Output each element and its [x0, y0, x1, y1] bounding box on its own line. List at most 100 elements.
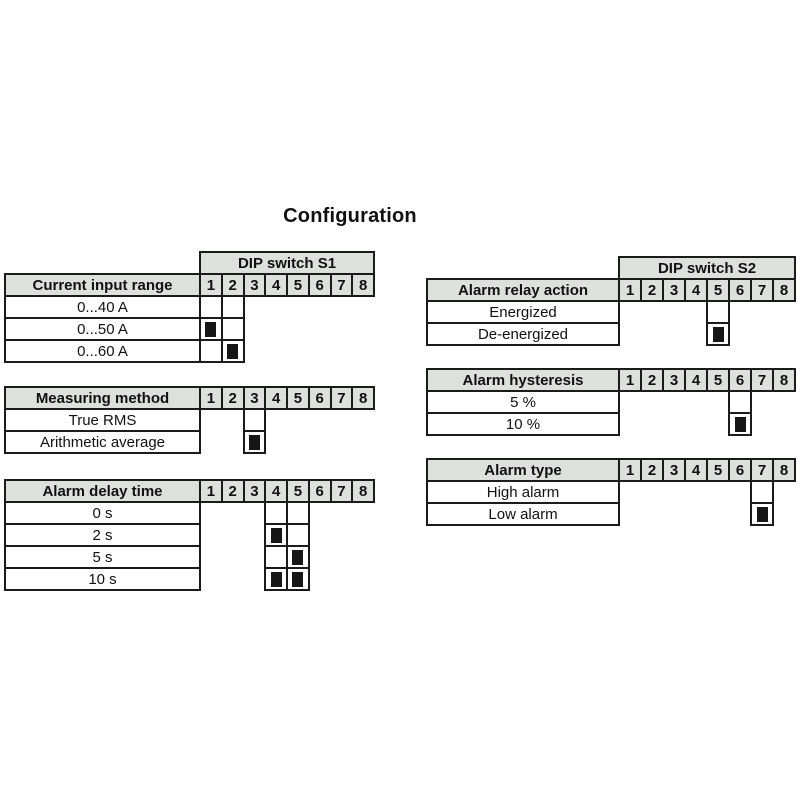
- dip-column-header-4: 4: [684, 368, 708, 392]
- dip-column-header-6: 6: [728, 278, 752, 302]
- row-label-alarm-type-0: High alarm: [426, 480, 620, 504]
- dip-column-header-8: 8: [351, 479, 375, 503]
- dip-column-header-4: 4: [684, 458, 708, 482]
- dip-column-header-5: 5: [706, 368, 730, 392]
- switch-on-mark: [248, 434, 260, 450]
- dip-column-header-8: 8: [772, 278, 796, 302]
- dip-cell-alarm-relay-action-col5: [706, 300, 730, 324]
- dip-column-header-5: 5: [706, 278, 730, 302]
- dip-column-header-7: 7: [329, 479, 354, 503]
- switch-on-mark: [756, 506, 768, 522]
- dip-column-header-5: 5: [286, 479, 310, 503]
- table-header-alarm-hysteresis: Alarm hysteresis: [426, 368, 620, 392]
- table-header-alarm-type: Alarm type: [426, 458, 620, 482]
- dip-cell-alarm-delay-time-col5: [286, 523, 310, 547]
- switch-on-mark: [734, 416, 746, 432]
- dip-column-header-5: 5: [286, 386, 310, 410]
- dip-cell-current-input-range-col1: [199, 317, 223, 341]
- dip-switch-s1-header: DIP switch S1: [199, 251, 375, 275]
- row-label-alarm-delay-time-2: 5 s: [4, 545, 201, 569]
- dip-cell-measuring-method-col3: [242, 430, 267, 454]
- dip-column-header-2: 2: [220, 479, 245, 503]
- dip-column-header-6: 6: [728, 368, 752, 392]
- dip-column-header-6: 6: [307, 386, 332, 410]
- dip-cell-current-input-range-col2: [220, 339, 245, 363]
- switch-on-mark: [292, 571, 304, 587]
- dip-column-header-2: 2: [220, 386, 245, 410]
- dip-column-header-3: 3: [662, 458, 686, 482]
- dip-column-header-1: 1: [199, 273, 223, 297]
- dip-column-header-3: 3: [662, 278, 686, 302]
- dip-cell-alarm-delay-time-col5: [286, 545, 310, 569]
- dip-cell-alarm-hysteresis-col6: [728, 412, 752, 436]
- dip-column-header-2: 2: [640, 368, 664, 392]
- dip-cell-alarm-delay-time-col4: [264, 523, 288, 547]
- switch-on-mark: [292, 549, 304, 565]
- row-label-alarm-relay-action-0: Energized: [426, 300, 620, 324]
- dip-column-header-6: 6: [307, 479, 332, 503]
- dip-cell-alarm-delay-time-col4: [264, 545, 288, 569]
- dip-cell-measuring-method-col3: [242, 408, 267, 432]
- table-header-alarm-delay-time: Alarm delay time: [4, 479, 201, 503]
- switch-on-mark: [227, 343, 239, 359]
- table-header-alarm-relay-action: Alarm relay action: [426, 278, 620, 302]
- dip-column-header-6: 6: [728, 458, 752, 482]
- dip-column-header-3: 3: [662, 368, 686, 392]
- dip-column-header-8: 8: [772, 458, 796, 482]
- dip-column-header-3: 3: [242, 479, 267, 503]
- row-label-current-input-range-1: 0...50 A: [4, 317, 201, 341]
- dip-column-header-1: 1: [618, 458, 642, 482]
- row-label-alarm-delay-time-3: 10 s: [4, 567, 201, 591]
- dip-column-header-4: 4: [264, 273, 288, 297]
- dip-column-header-3: 3: [242, 386, 267, 410]
- dip-column-header-1: 1: [618, 278, 642, 302]
- table-header-measuring-method: Measuring method: [4, 386, 201, 410]
- dip-column-header-2: 2: [220, 273, 245, 297]
- switch-on-mark: [270, 527, 282, 543]
- table-header-current-input-range: Current input range: [4, 273, 201, 297]
- dip-column-header-7: 7: [750, 368, 774, 392]
- dip-column-header-8: 8: [772, 368, 796, 392]
- dip-column-header-7: 7: [750, 278, 774, 302]
- row-label-alarm-hysteresis-1: 10 %: [426, 412, 620, 436]
- dip-column-header-8: 8: [351, 273, 375, 297]
- dip-column-header-3: 3: [242, 273, 267, 297]
- row-label-current-input-range-0: 0...40 A: [4, 295, 201, 319]
- dip-cell-alarm-delay-time-col4: [264, 501, 288, 525]
- dip-column-header-1: 1: [199, 386, 223, 410]
- dip-cell-current-input-range-col2: [220, 295, 245, 319]
- row-label-alarm-type-1: Low alarm: [426, 502, 620, 526]
- dip-cell-alarm-delay-time-col5: [286, 501, 310, 525]
- row-label-measuring-method-1: Arithmetic average: [4, 430, 201, 454]
- row-label-alarm-delay-time-0: 0 s: [4, 501, 201, 525]
- dip-cell-alarm-delay-time-col4: [264, 567, 288, 591]
- dip-column-header-7: 7: [329, 273, 354, 297]
- dip-column-header-4: 4: [264, 479, 288, 503]
- dip-cell-alarm-relay-action-col5: [706, 322, 730, 346]
- dip-column-header-5: 5: [286, 273, 310, 297]
- dip-column-header-8: 8: [351, 386, 375, 410]
- figure-title: Configuration: [283, 205, 417, 227]
- row-label-alarm-relay-action-1: De-energized: [426, 322, 620, 346]
- dip-column-header-4: 4: [684, 278, 708, 302]
- switch-on-mark: [270, 571, 282, 587]
- row-label-current-input-range-2: 0...60 A: [4, 339, 201, 363]
- dip-cell-current-input-range-col1: [199, 339, 223, 363]
- dip-column-header-7: 7: [750, 458, 774, 482]
- dip-cell-current-input-range-col2: [220, 317, 245, 341]
- dip-column-header-2: 2: [640, 278, 664, 302]
- switch-on-mark: [712, 326, 724, 342]
- dip-cell-alarm-hysteresis-col6: [728, 390, 752, 414]
- dip-cell-alarm-type-col7: [750, 502, 774, 526]
- row-label-alarm-hysteresis-0: 5 %: [426, 390, 620, 414]
- dip-column-header-2: 2: [640, 458, 664, 482]
- dip-column-header-1: 1: [618, 368, 642, 392]
- dip-cell-current-input-range-col1: [199, 295, 223, 319]
- dip-column-header-5: 5: [706, 458, 730, 482]
- dip-cell-alarm-delay-time-col5: [286, 567, 310, 591]
- dip-column-header-6: 6: [307, 273, 332, 297]
- dip-cell-alarm-type-col7: [750, 480, 774, 504]
- dip-column-header-7: 7: [329, 386, 354, 410]
- switch-on-mark: [205, 321, 217, 337]
